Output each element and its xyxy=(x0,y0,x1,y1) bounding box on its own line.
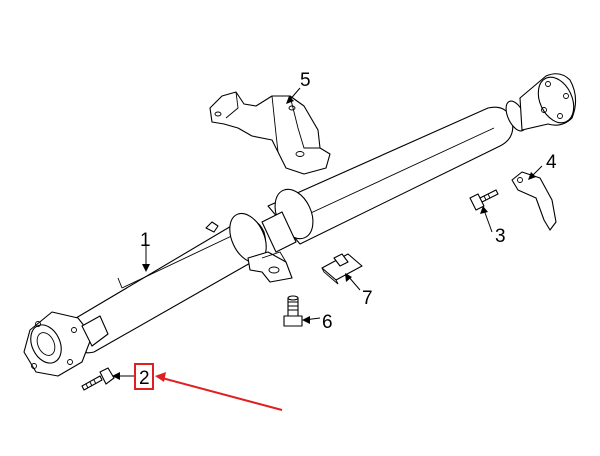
callout-3: 3 xyxy=(495,226,506,247)
highlight-marker xyxy=(134,363,283,411)
flange-bolt xyxy=(81,367,115,391)
mounting-bracket xyxy=(209,91,331,175)
stud-bolt xyxy=(283,295,303,327)
callout-6: 6 xyxy=(322,312,333,333)
shield-plate xyxy=(511,171,557,231)
callout-2: 2 xyxy=(139,368,150,389)
highlight-arrow-head xyxy=(155,372,166,382)
driveshaft xyxy=(23,73,577,377)
callout-5: 5 xyxy=(300,70,311,91)
highlight-arrow-line xyxy=(161,377,283,411)
highlight-box xyxy=(134,363,154,390)
callout-7: 7 xyxy=(362,288,373,309)
bearing-bolt xyxy=(469,189,499,211)
callout-1: 1 xyxy=(140,230,151,251)
leader-arrows xyxy=(112,96,536,380)
callout-4: 4 xyxy=(546,152,557,173)
nut-clip xyxy=(321,253,363,285)
